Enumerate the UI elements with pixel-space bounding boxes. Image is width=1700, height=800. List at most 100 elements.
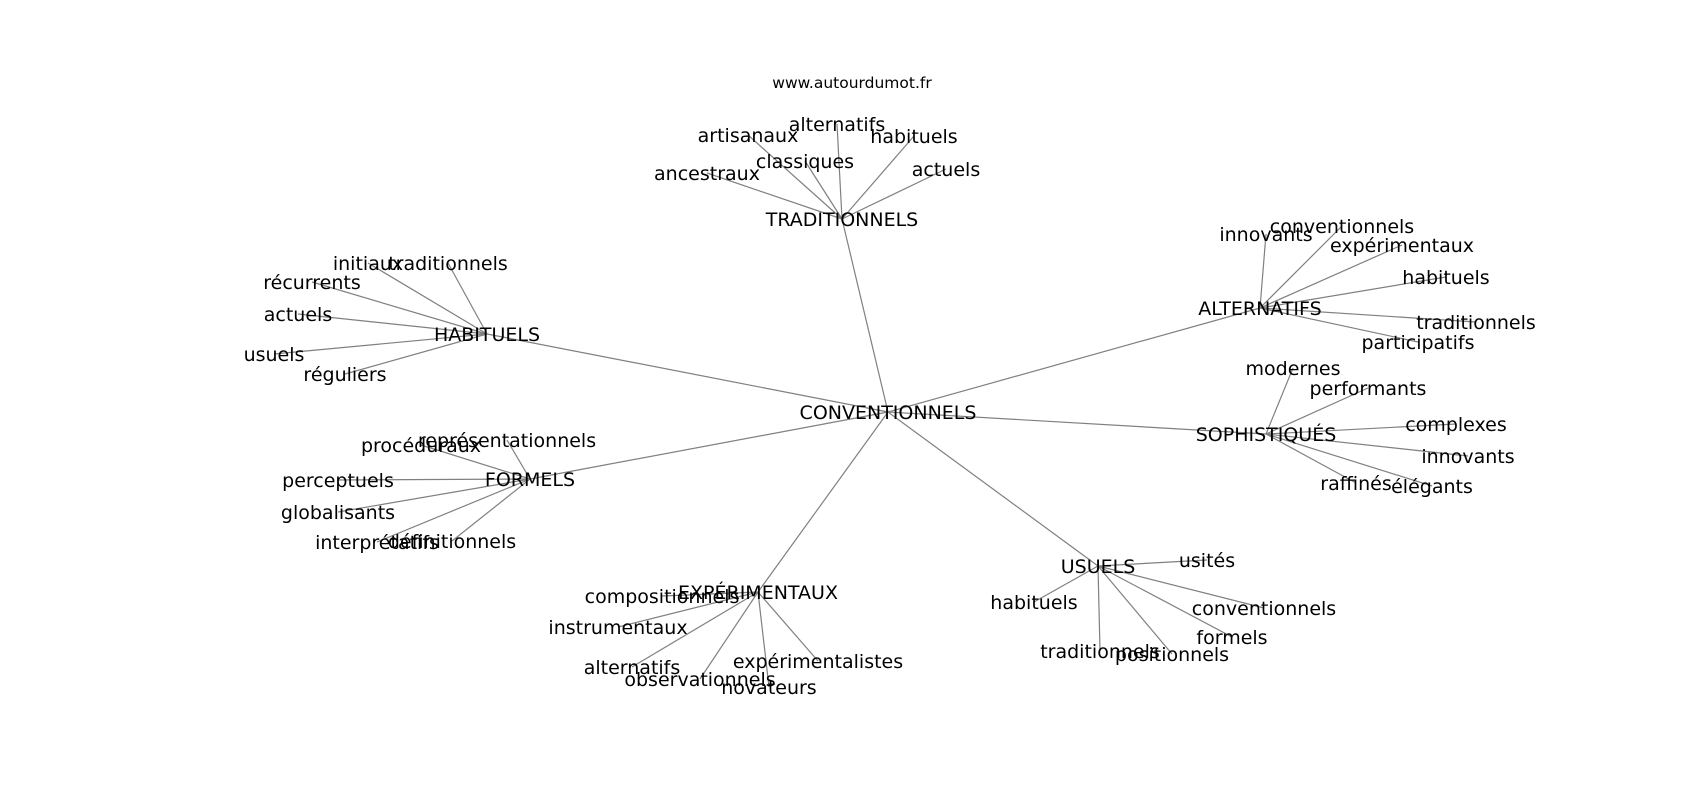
leaf-node-formels-representationnels: représentationnels	[418, 430, 596, 452]
cluster-node-habituels: HABITUELS	[434, 324, 540, 346]
leaf-node-experimentaux-compositionnels: compositionnels	[585, 586, 740, 608]
edge-habituels-actuels	[297, 313, 488, 335]
edge-usuels-habituels	[1033, 565, 1099, 603]
edge-traditionnels-actuels	[841, 168, 947, 220]
edge-formels-interpretatifs	[376, 478, 531, 543]
edge-formels-proceduraux	[420, 444, 531, 480]
cluster-node-formels: FORMELS	[485, 469, 575, 491]
leaf-node-sophistiques-raffines: raffinés	[1320, 473, 1391, 495]
edge-traditionnels-classiques	[804, 160, 843, 220]
edge-alternatifs-innovants	[1259, 233, 1267, 309]
cluster-node-experimentaux: EXPÉRIMENTAUX	[678, 581, 838, 604]
edge-sophistiques-modernes	[1265, 367, 1294, 435]
edge-alternatifs-conventionnels	[1259, 225, 1343, 309]
edge-center-formels	[529, 411, 889, 480]
leaf-node-sophistiques-innovants: innovants	[1421, 446, 1514, 468]
leaf-node-formels-proceduraux: procéduraux	[361, 435, 481, 457]
leaf-node-traditionnels-habituels: habituels	[870, 126, 957, 148]
edge-habituels-recurrents	[311, 281, 488, 335]
edge-experimentaux-compositionnels	[661, 591, 759, 597]
leaf-node-formels-interpretatifs: interprétatifs	[315, 532, 439, 554]
site-url: www.autourdumot.fr	[772, 74, 932, 92]
leaf-node-experimentaux-experimentalistes: expérimentalistes	[733, 651, 903, 673]
graph-labels: www.autourdumot.fr CONVENTIONNELS TRADITI…	[244, 74, 1536, 699]
edge-formels-perceptuels	[337, 478, 531, 481]
edge-formels-definitionnels	[451, 478, 531, 542]
edge-habituels-usuels	[273, 333, 488, 355]
edge-center-sophistiques	[887, 411, 1267, 435]
edge-traditionnels-alternatifs	[836, 123, 843, 220]
leaf-node-habituels-traditionnels: traditionnels	[388, 253, 508, 275]
edge-alternatifs-habituels	[1259, 276, 1447, 309]
center-node-label: CONVENTIONNELS	[800, 402, 977, 424]
leaf-node-habituels-initiaux: initiaux	[333, 253, 403, 275]
leaf-node-experimentaux-instrumentaux: instrumentaux	[548, 617, 687, 639]
leaf-node-alternatifs-innovants: innovants	[1219, 224, 1312, 246]
edge-traditionnels-habituels	[841, 135, 915, 220]
leaf-node-alternatifs-traditionnels: traditionnels	[1416, 312, 1536, 334]
edge-sophistiques-raffines	[1265, 433, 1357, 484]
edge-habituels-initiaux	[367, 262, 488, 335]
cluster-node-traditionnels: TRADITIONNELS	[765, 209, 919, 231]
edge-experimentaux-instrumentaux	[617, 591, 759, 628]
leaf-node-experimentaux-novateurs: novateurs	[721, 677, 816, 699]
leaf-node-formels-definitionnels: définitionnels	[388, 531, 516, 553]
edge-traditionnels-artisanaux	[747, 134, 843, 220]
edge-habituels-traditionnels	[447, 262, 488, 335]
leaf-node-sophistiques-modernes: modernes	[1246, 358, 1341, 380]
edge-experimentaux-experimentalistes	[757, 591, 819, 662]
edge-alternatifs-experimentaux	[1259, 244, 1403, 309]
edge-experimentaux-novateurs	[757, 591, 770, 688]
leaf-node-usuels-traditionnels: traditionnels	[1040, 641, 1160, 663]
edge-experimentaux-observationnels	[699, 591, 759, 680]
leaf-node-experimentaux-observationnels: observationnels	[624, 669, 775, 691]
leaf-node-alternatifs-habituels: habituels	[1402, 267, 1489, 289]
graph-edges	[273, 123, 1477, 688]
edge-formels-representationnels	[506, 439, 531, 480]
cluster-node-usuels: USUELS	[1061, 556, 1136, 578]
edge-sophistiques-elegants	[1265, 433, 1433, 487]
edge-sophistiques-innovants	[1265, 433, 1469, 457]
leaf-node-traditionnels-classiques: classiques	[756, 151, 854, 173]
edge-sophistiques-performants	[1265, 387, 1369, 435]
leaf-node-formels-perceptuels: perceptuels	[282, 470, 394, 492]
leaf-node-traditionnels-actuels: actuels	[912, 159, 980, 181]
edge-experimentaux-alternatifs	[631, 591, 759, 668]
leaf-node-sophistiques-complexes: complexes	[1405, 414, 1507, 436]
cluster-node-sophistiques: SOPHISTIQUÉS	[1196, 423, 1337, 446]
edge-center-alternatifs	[887, 307, 1261, 413]
edge-center-usuels	[887, 411, 1099, 567]
edge-center-experimentaux	[757, 411, 889, 593]
edge-usuels-usites	[1097, 559, 1208, 567]
leaf-node-habituels-actuels: actuels	[264, 304, 332, 326]
leaf-node-alternatifs-experimentaux: expérimentaux	[1330, 235, 1474, 257]
leaf-node-traditionnels-ancestraux: ancestraux	[654, 163, 760, 185]
leaf-node-formels-globalisants: globalisants	[281, 502, 395, 524]
leaf-node-traditionnels-alternatifs: alternatifs	[789, 114, 886, 136]
leaf-node-usuels-positionnels: positionnels	[1115, 644, 1229, 666]
edge-sophistiques-complexes	[1265, 423, 1457, 435]
edge-traditionnels-ancestraux	[706, 172, 843, 220]
edge-formels-globalisants	[337, 478, 531, 513]
leaf-node-habituels-reguliers: réguliers	[303, 364, 386, 386]
leaf-node-alternatifs-participatifs: participatifs	[1362, 332, 1475, 354]
edge-center-habituels	[486, 333, 889, 413]
leaf-node-sophistiques-performants: performants	[1310, 378, 1427, 400]
leaf-node-usuels-conventionnels: conventionnels	[1192, 598, 1336, 620]
leaf-node-usuels-habituels: habituels	[990, 592, 1077, 614]
edge-usuels-traditionnels	[1097, 565, 1101, 652]
leaf-node-usuels-formels: formels	[1196, 627, 1267, 649]
leaf-node-habituels-recurrents: récurrents	[263, 272, 361, 294]
leaf-node-experimentaux-alternatifs: alternatifs	[584, 657, 681, 679]
leaf-node-alternatifs-conventionnels: conventionnels	[1270, 216, 1414, 238]
leaf-node-usuels-usites: usités	[1179, 550, 1235, 572]
edge-habituels-reguliers	[344, 333, 488, 375]
leaf-node-habituels-usuels: usuels	[244, 344, 305, 366]
edge-alternatifs-participatifs	[1259, 307, 1419, 343]
edge-usuels-conventionnels	[1097, 565, 1265, 609]
cluster-node-alternatifs: ALTERNATIFS	[1198, 298, 1321, 320]
edge-alternatifs-traditionnels	[1259, 307, 1477, 323]
leaf-node-traditionnels-artisanaux: artisanaux	[698, 125, 799, 147]
edge-center-traditionnels	[841, 218, 889, 413]
